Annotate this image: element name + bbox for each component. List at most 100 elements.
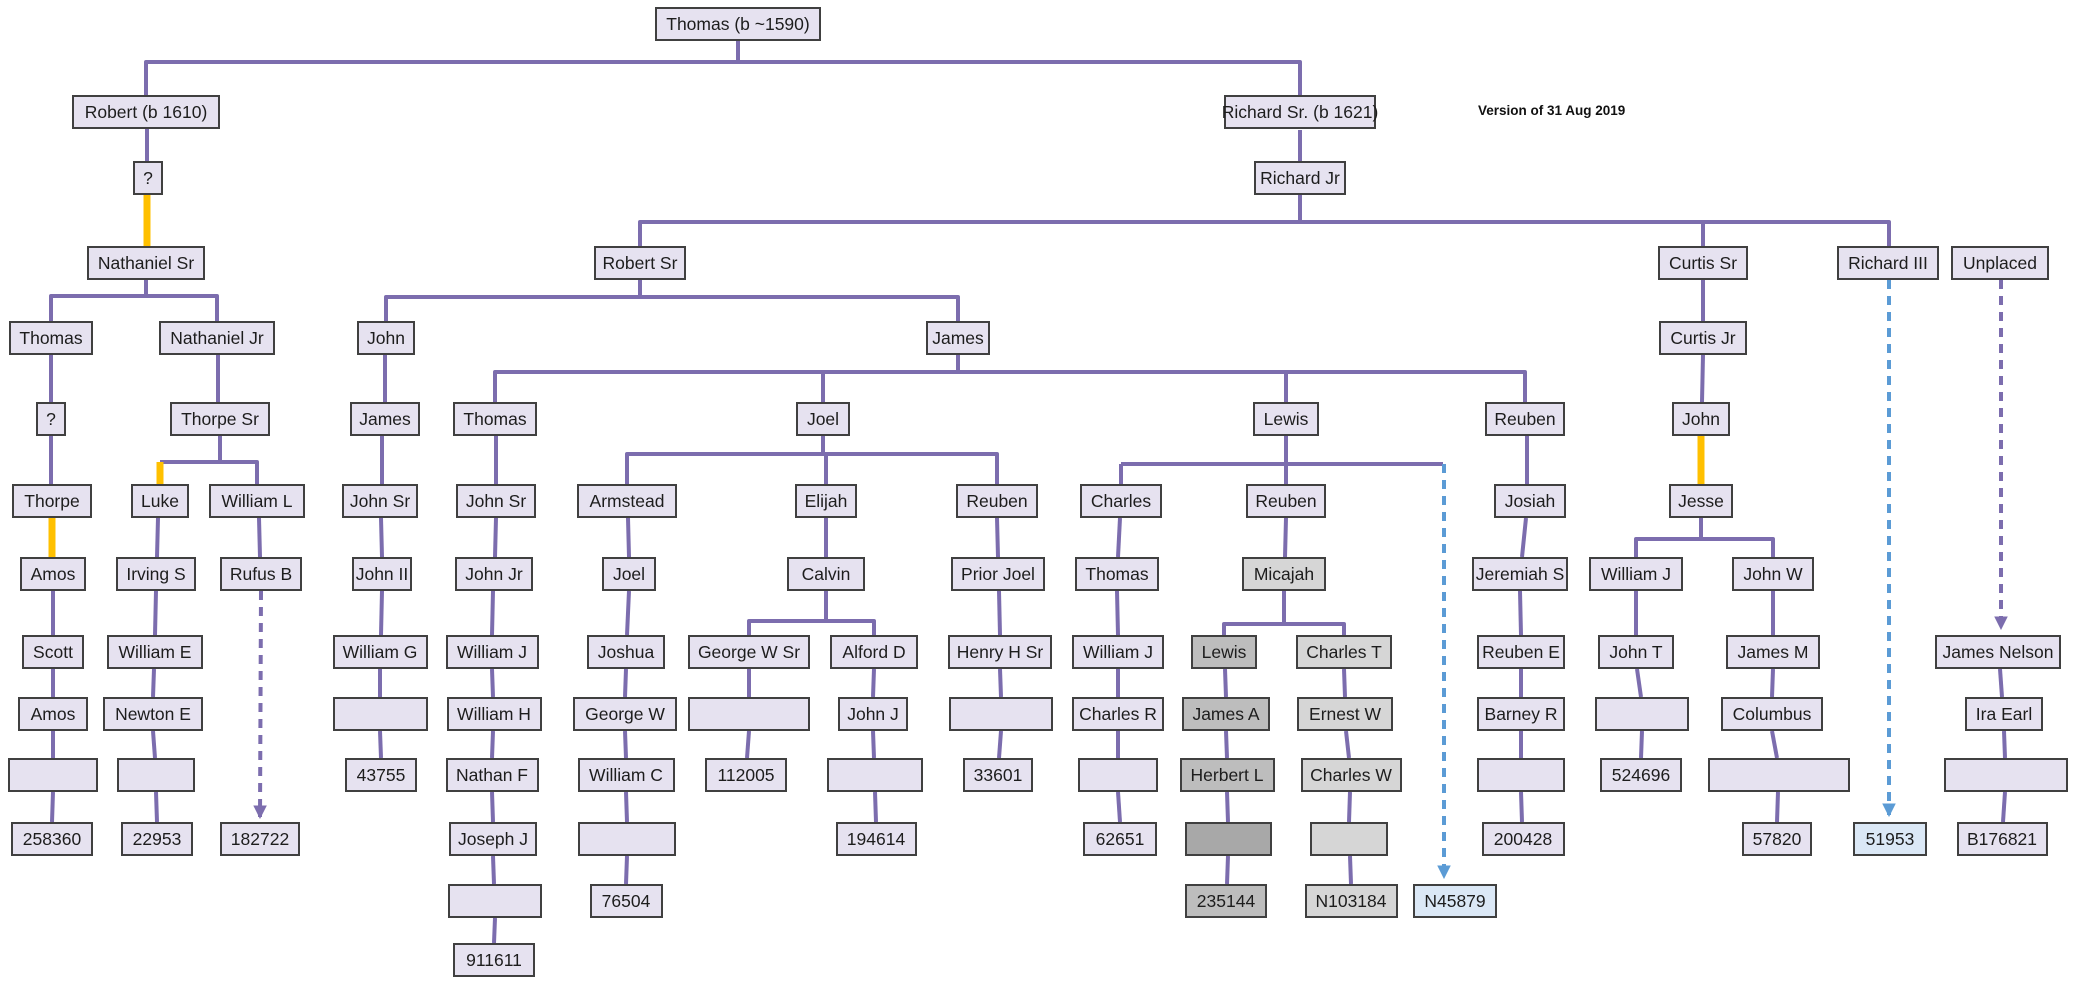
person-node-joshua: Joshua — [587, 635, 665, 669]
connector-line — [257, 517, 262, 558]
person-node-thomas-1590: Thomas (b ~1590) — [655, 7, 821, 41]
person-node-nathan-f: Nathan F — [445, 758, 539, 792]
person-node-blank-charlesw-col — [1310, 822, 1388, 856]
person-node-unknown-1: ? — [133, 161, 163, 195]
person-node-thomas-g5: Thomas — [453, 402, 537, 436]
person-node-richard-iii: Richard III — [1837, 246, 1939, 280]
connector-line — [871, 730, 876, 759]
connector-line — [384, 295, 960, 321]
person-node-john-j: John J — [838, 697, 908, 731]
person-node-lewis-g8: Lewis — [1191, 635, 1257, 669]
connector-line — [50, 791, 55, 823]
connector-line — [873, 791, 878, 823]
connector-line — [1115, 590, 1120, 636]
person-node-james-a: James A — [1182, 697, 1270, 731]
person-node-james-g4: James — [926, 321, 990, 355]
person-node-kit-33601: 33601 — [963, 758, 1033, 792]
person-node-blank-john-col — [332, 697, 428, 731]
person-node-kit-182722: 182722 — [220, 822, 300, 856]
person-node-blank-williamc-col — [578, 822, 676, 856]
connector-line — [151, 730, 157, 759]
person-node-reuben-joel: Reuben — [956, 484, 1038, 518]
person-node-william-j-thomas: William J — [445, 635, 539, 669]
person-node-josiah: Josiah — [1494, 484, 1566, 518]
person-node-kit-51953: 51953 — [1853, 822, 1927, 856]
person-node-charles: Charles — [1080, 484, 1162, 518]
connector-line — [2002, 730, 2007, 759]
person-node-barney-r: Barney R — [1477, 697, 1565, 731]
person-node-nathaniel-jr: Nathaniel Jr — [159, 321, 275, 355]
connector-line — [493, 370, 1527, 402]
person-node-john-w: John W — [1732, 557, 1814, 591]
person-node-kit-194614: 194614 — [835, 822, 917, 856]
person-node-kit-911611: 911611 — [453, 943, 535, 977]
person-node-william-j-charles: William J — [1072, 635, 1164, 669]
person-node-kit-200428: 200428 — [1481, 822, 1565, 856]
connector-line — [1283, 517, 1288, 558]
person-node-william-c: William C — [577, 758, 675, 792]
connector-line — [997, 730, 1003, 759]
connector-line — [745, 730, 751, 759]
connector-line — [1770, 730, 1779, 759]
connector-line — [638, 220, 1891, 246]
connector-line — [1223, 668, 1228, 698]
connector-line — [1519, 791, 1524, 823]
person-node-blank-josephj-col — [448, 884, 542, 918]
person-node-blank-luke-col — [117, 758, 195, 792]
connector-line — [2001, 791, 2007, 823]
person-node-george-w-sr: George W Sr — [688, 635, 810, 669]
person-node-joel-armstead: Joel — [602, 557, 656, 591]
connector-line — [997, 590, 1002, 636]
connector-line — [492, 917, 497, 944]
connector-line — [626, 517, 631, 558]
connector-line — [747, 619, 876, 635]
person-node-curtis-jr: Curtis Jr — [1659, 321, 1747, 355]
person-node-charles-t: Charles T — [1296, 635, 1392, 669]
person-node-blank-reubene-col — [1477, 758, 1565, 792]
connector-line — [625, 452, 999, 484]
person-node-rufus-b: Rufus B — [220, 557, 302, 591]
connector-line — [49, 294, 219, 321]
connector-line — [1225, 855, 1230, 885]
person-node-george-w: George W — [573, 697, 677, 731]
connector-line — [998, 668, 1003, 698]
person-node-herbert-l: Herbert L — [1179, 758, 1275, 792]
person-node-blank-herbertl-col — [1184, 822, 1272, 856]
person-node-luke: Luke — [131, 484, 189, 518]
person-node-kit-112005: 112005 — [705, 758, 787, 792]
person-node-lewis-hdr: Lewis — [1253, 402, 1319, 436]
connector-line — [1342, 668, 1347, 698]
connector-line — [623, 730, 628, 759]
connector-line — [153, 590, 158, 636]
connector-line — [151, 668, 156, 698]
person-node-charles-w: Charles W — [1300, 758, 1402, 792]
person-node-thorpe: Thorpe — [12, 484, 92, 518]
connector-line — [154, 791, 159, 823]
person-node-reuben-hdr: Reuben — [1485, 402, 1565, 436]
person-node-kit-43755: 43755 — [345, 758, 417, 792]
connector-line — [490, 791, 495, 823]
person-node-william-j-curtis: William J — [1589, 557, 1683, 591]
person-node-prior-joel: Prior Joel — [951, 557, 1045, 591]
person-node-kit-22953: 22953 — [121, 822, 193, 856]
version-label: Version of 31 Aug 2019 — [1478, 103, 1626, 118]
person-node-john-ii: John II — [352, 557, 412, 591]
person-node-amos-g9: Amos — [18, 697, 88, 731]
person-node-richard-sr-1621: Richard Sr. (b 1621) — [1222, 95, 1378, 129]
person-node-kit-62651: 62651 — [1083, 822, 1157, 856]
person-node-unknown-2: ? — [36, 402, 66, 436]
person-node-richard-jr: Richard Jr — [1254, 161, 1346, 195]
person-node-kit-235144: 235144 — [1185, 884, 1267, 918]
person-node-irving-s: Irving S — [116, 557, 196, 591]
connector-line — [1344, 730, 1351, 759]
person-node-ira-earl: Ira Earl — [1965, 697, 2043, 731]
person-node-william-g: William G — [332, 635, 428, 669]
person-node-blank-charlesr-col — [1078, 758, 1158, 792]
connector-line — [1225, 791, 1230, 823]
connector-line — [1770, 668, 1775, 698]
connector-line — [1116, 791, 1122, 823]
person-node-kit-b176821: B176821 — [1956, 822, 2048, 856]
person-node-john-jr: John Jr — [455, 557, 533, 591]
person-node-blank-amos-col — [8, 758, 98, 792]
